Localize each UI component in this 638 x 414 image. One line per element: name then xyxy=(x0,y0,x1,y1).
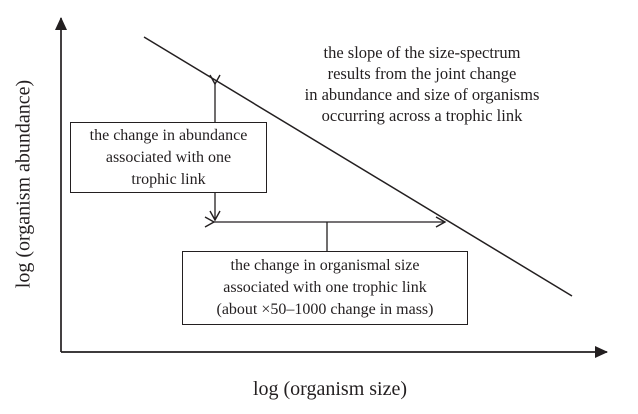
slope-annotation: the slope of the size-spectrum results f… xyxy=(304,43,540,125)
abundance-change-callout: the change in abundance associated with … xyxy=(70,122,267,193)
y-axis-label: log (organism abundance) xyxy=(12,79,35,289)
x-axis-label: log (organism size) xyxy=(252,378,408,400)
size-change-callout: the change in organismal size associated… xyxy=(182,251,468,325)
